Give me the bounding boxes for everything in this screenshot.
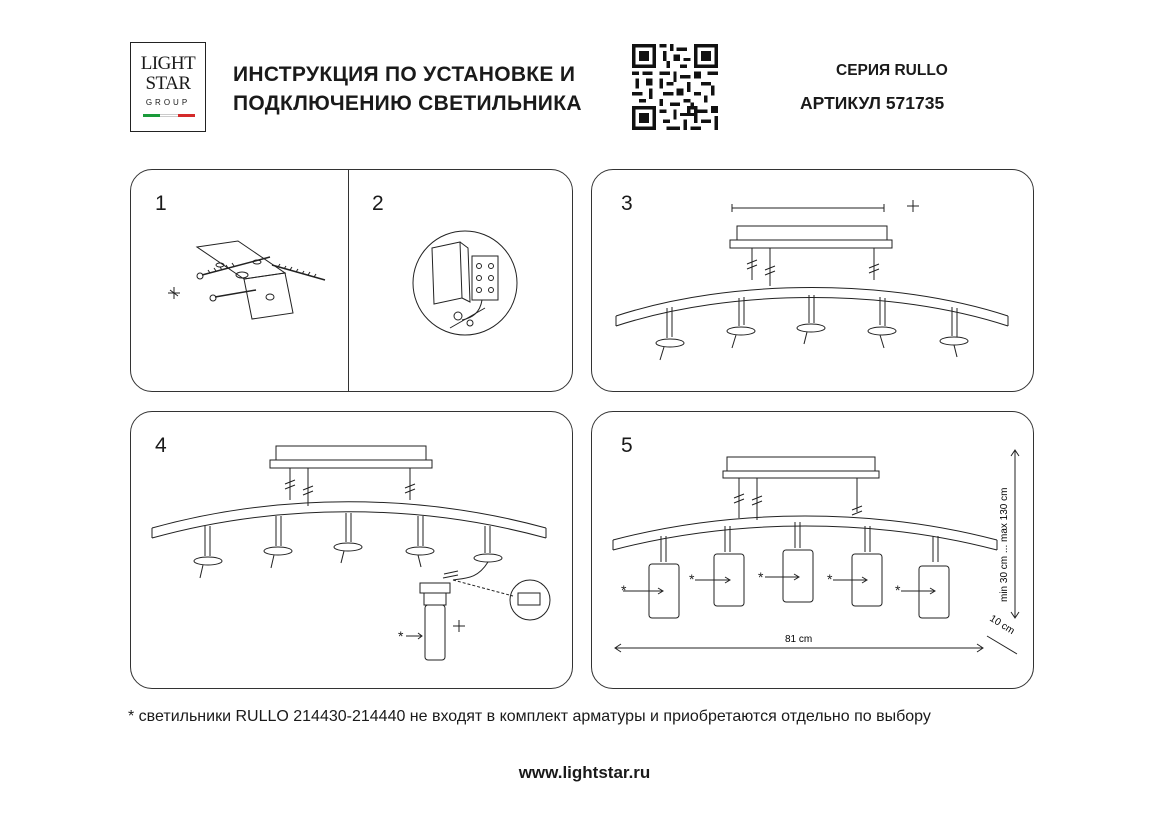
logo-line-3: GROUP (145, 98, 191, 107)
article-label: АРТИКУЛ 571735 (800, 93, 945, 113)
panel-divider (348, 170, 349, 391)
fixture-dimensions-step5-illustration: * * * * * 81 cm min 30 cm ... max 130 cm… (612, 449, 1020, 655)
footnote: * светильники RULLO 214430-214440 не вхо… (128, 708, 931, 725)
step-panel-5 (591, 411, 1034, 689)
width-dimension-label: 81 cm (785, 634, 812, 645)
logo-line-1: LIGHT (140, 53, 196, 74)
step-number-1: 1 (155, 192, 167, 215)
step-panel-3 (591, 169, 1034, 392)
asterisk-4: * (827, 571, 833, 587)
step-number-4: 4 (155, 434, 167, 457)
series-label: СЕРИЯ RULLO (836, 62, 948, 79)
step-panel-4 (130, 411, 573, 689)
asterisk-1: * (621, 582, 627, 598)
qr-code-icon (632, 44, 718, 130)
asterisk-5: * (895, 582, 901, 598)
italian-flag-icon (143, 114, 195, 117)
asterisk-3: * (758, 569, 764, 585)
fixture-assembly-step4-illustration (151, 445, 551, 661)
terminal-block-illustration (412, 230, 518, 336)
website-link[interactable]: www.lightstar.ru (518, 763, 651, 782)
logo-line-2: STAR (145, 73, 191, 94)
asterisk-2: * (689, 571, 695, 587)
title-line-1: ИНСТРУКЦИЯ ПО УСТАНОВКЕ И (233, 63, 576, 86)
fixture-assembly-step3-illustration (615, 200, 1009, 361)
depth-dimension-label: 10 cm (987, 613, 1016, 637)
document-title: ИНСТРУКЦИЯ ПО УСТАНОВКЕ И ПОДКЛЮЧЕНИЮ СВ… (233, 60, 582, 118)
brand-logo: LIGHT STAR GROUP (130, 42, 206, 132)
title-line-2: ПОДКЛЮЧЕНИЮ СВЕТИЛЬНИКА (233, 92, 582, 115)
step5-asterisks: * * * * * (621, 569, 901, 598)
step-number-2: 2 (372, 192, 384, 215)
step-panel-1-2 (130, 169, 573, 392)
height-dimension-label: min 30 cm ... max 130 cm (999, 488, 1010, 602)
step-number-3: 3 (621, 192, 633, 215)
step4-asterisk-label: * (398, 628, 404, 644)
step-number-5: 5 (621, 434, 633, 457)
mounting-bracket-illustration (168, 240, 326, 320)
